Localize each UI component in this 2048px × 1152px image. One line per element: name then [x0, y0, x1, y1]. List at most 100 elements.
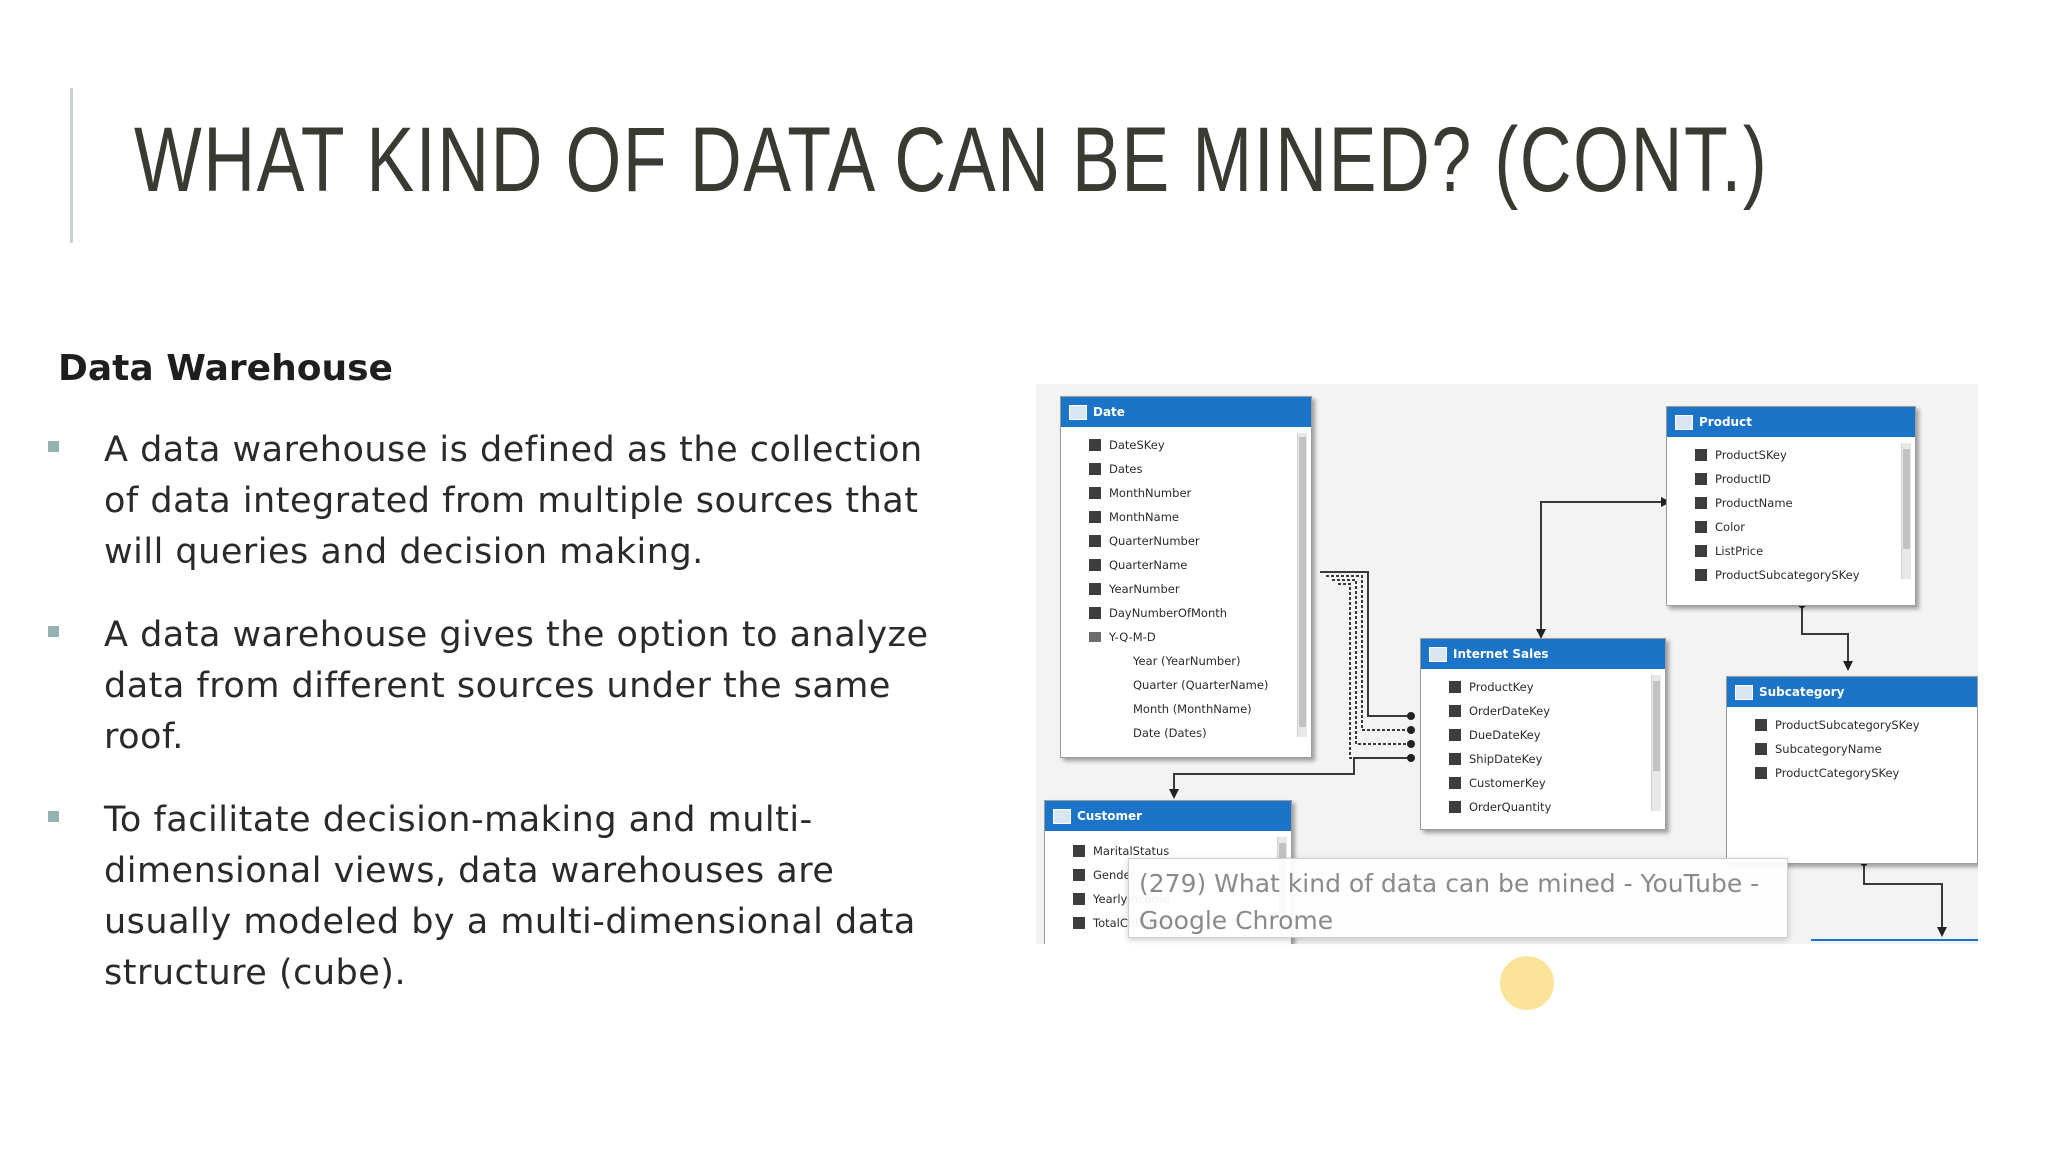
table-field[interactable]: DueDateKey [1421, 723, 1665, 747]
field-icon [1089, 583, 1101, 595]
table-field[interactable]: Gender [1045, 863, 1291, 887]
table-field[interactable]: ProductSubcategorySKey [1667, 563, 1915, 587]
table-field[interactable]: ListPrice [1667, 539, 1915, 563]
table-title: Customer [1077, 809, 1143, 823]
field-icon [1089, 607, 1101, 619]
hierarchy-level[interactable]: Quarter (QuarterName) [1061, 673, 1311, 697]
table-field[interactable]: ProductSKey [1667, 443, 1915, 467]
table-field[interactable]: QuarterNumber [1061, 529, 1311, 553]
data-model-diagram: Date DateSKey Dates MonthNumber MonthNam… [1036, 384, 1978, 944]
table-field[interactable]: ProductID [1667, 467, 1915, 491]
product-table[interactable]: Product ProductSKey ProductID ProductNam… [1666, 406, 1916, 606]
table-field[interactable]: CustomerKey [1421, 771, 1665, 795]
field-label: ShipDateKey [1469, 752, 1543, 766]
bullet-line: structure (cube). [104, 953, 407, 993]
date-table[interactable]: Date DateSKey Dates MonthNumber MonthNam… [1060, 396, 1312, 758]
field-icon [1073, 845, 1085, 857]
field-label: ProductName [1715, 496, 1793, 510]
bullet-line: A data warehouse gives the option to ana… [104, 615, 929, 655]
table-field[interactable]: ProductCategorySKey [1727, 761, 1977, 785]
table-field[interactable]: QuarterName [1061, 553, 1311, 577]
field-icon [1089, 463, 1101, 475]
relationship-endpoint [1407, 726, 1415, 734]
title-accent-bar [70, 88, 73, 243]
relationship-arrow [1843, 661, 1853, 671]
field-icon [1449, 729, 1461, 741]
field-icon [1449, 753, 1461, 765]
table-field[interactable]: YearNumber [1061, 577, 1311, 601]
field-label: OrderDateKey [1469, 704, 1551, 718]
relationship-line [1863, 862, 1943, 932]
scrollbar-thumb[interactable] [1299, 437, 1306, 727]
field-label: CustomerKey [1469, 776, 1546, 790]
hierarchy-level[interactable]: Year (YearNumber) [1061, 649, 1311, 673]
table-field[interactable]: ProductKey [1421, 675, 1665, 699]
field-icon [1073, 869, 1085, 881]
field-label: Date (Dates) [1133, 726, 1207, 740]
table-field[interactable]: DateSKey [1061, 433, 1311, 457]
field-label: ProductID [1715, 472, 1771, 486]
field-label: QuarterName [1109, 558, 1188, 572]
bullet-item: A data warehouse gives the option to ana… [44, 610, 1004, 763]
field-icon [1089, 559, 1101, 571]
subcategory-table[interactable]: Subcategory ProductSubcategorySKey Subca… [1726, 676, 1978, 864]
table-icon [1069, 405, 1087, 420]
bullet-square-icon [48, 441, 59, 452]
field-icon [1073, 917, 1085, 929]
relationship-endpoint [1407, 740, 1415, 748]
field-icon [1449, 681, 1461, 693]
hierarchy-field[interactable]: Y-Q-M-D [1061, 625, 1311, 649]
table-field[interactable]: Dates [1061, 457, 1311, 481]
table-field[interactable]: MonthName [1061, 505, 1311, 529]
hierarchy-level[interactable]: Date (Dates) [1061, 721, 1311, 745]
table-icon [1675, 415, 1693, 430]
table-scrollbar[interactable] [1651, 675, 1661, 811]
field-label: MonthNumber [1109, 486, 1192, 500]
table-field[interactable]: DayNumberOfMonth [1061, 601, 1311, 625]
relationship-line [1320, 571, 1411, 717]
field-label: ProductKey [1469, 680, 1534, 694]
bullet-line: roof. [104, 717, 184, 757]
bullet-line: data from different sources under the sa… [104, 666, 891, 706]
table-scrollbar[interactable] [1297, 433, 1307, 737]
table-header: Internet Sales [1421, 639, 1665, 669]
table-icon [1053, 809, 1071, 824]
hierarchy-level[interactable]: Month (MonthName) [1061, 697, 1311, 721]
bullet-square-icon [48, 626, 59, 637]
table-field[interactable]: ProductSubcategorySKey [1727, 713, 1977, 737]
internet-sales-table[interactable]: Internet Sales ProductKey OrderDateKey D… [1420, 638, 1666, 830]
relationship-endpoint [1407, 712, 1415, 720]
table-field[interactable]: MonthNumber [1061, 481, 1311, 505]
table-header: Subcategory [1727, 677, 1977, 707]
table-field[interactable]: OrderQuantity [1421, 795, 1665, 819]
scrollbar-thumb[interactable] [1653, 681, 1660, 771]
field-icon [1695, 569, 1707, 581]
relationship-line [1326, 575, 1411, 731]
table-field[interactable]: SubcategoryName [1727, 737, 1977, 761]
field-icon [1755, 767, 1767, 779]
table-field[interactable]: ShipDateKey [1421, 747, 1665, 771]
relationship-endpoint [1407, 754, 1415, 762]
tooltip-line: (279) What kind of data can be mined - Y… [1139, 869, 1760, 898]
field-label: Y-Q-M-D [1109, 630, 1156, 644]
table-field[interactable]: ProductName [1667, 491, 1915, 515]
table-scrollbar[interactable] [1901, 443, 1911, 579]
bullet-line: usually modeled by a multi-dimensional d… [104, 902, 916, 942]
table-fields: ProductKey OrderDateKey DueDateKey ShipD… [1421, 669, 1665, 819]
scrollbar-thumb[interactable] [1903, 449, 1910, 549]
bullet-line: A data warehouse is defined as the colle… [104, 430, 923, 470]
field-icon [1695, 545, 1707, 557]
tooltip-line: Google Chrome [1139, 906, 1334, 935]
table-title: Date [1093, 405, 1125, 419]
table-field[interactable]: OrderDateKey [1421, 699, 1665, 723]
table-field[interactable]: Color [1667, 515, 1915, 539]
field-icon [1695, 497, 1707, 509]
table-field[interactable]: MaritalStatus [1045, 839, 1291, 863]
table-icon [1429, 647, 1447, 662]
field-label: ProductSKey [1715, 448, 1787, 462]
field-icon [1755, 719, 1767, 731]
table-title: Product [1699, 415, 1752, 429]
field-label: QuarterNumber [1109, 534, 1200, 548]
field-icon [1695, 521, 1707, 533]
bullet-list: A data warehouse is defined as the colle… [44, 425, 1004, 1031]
